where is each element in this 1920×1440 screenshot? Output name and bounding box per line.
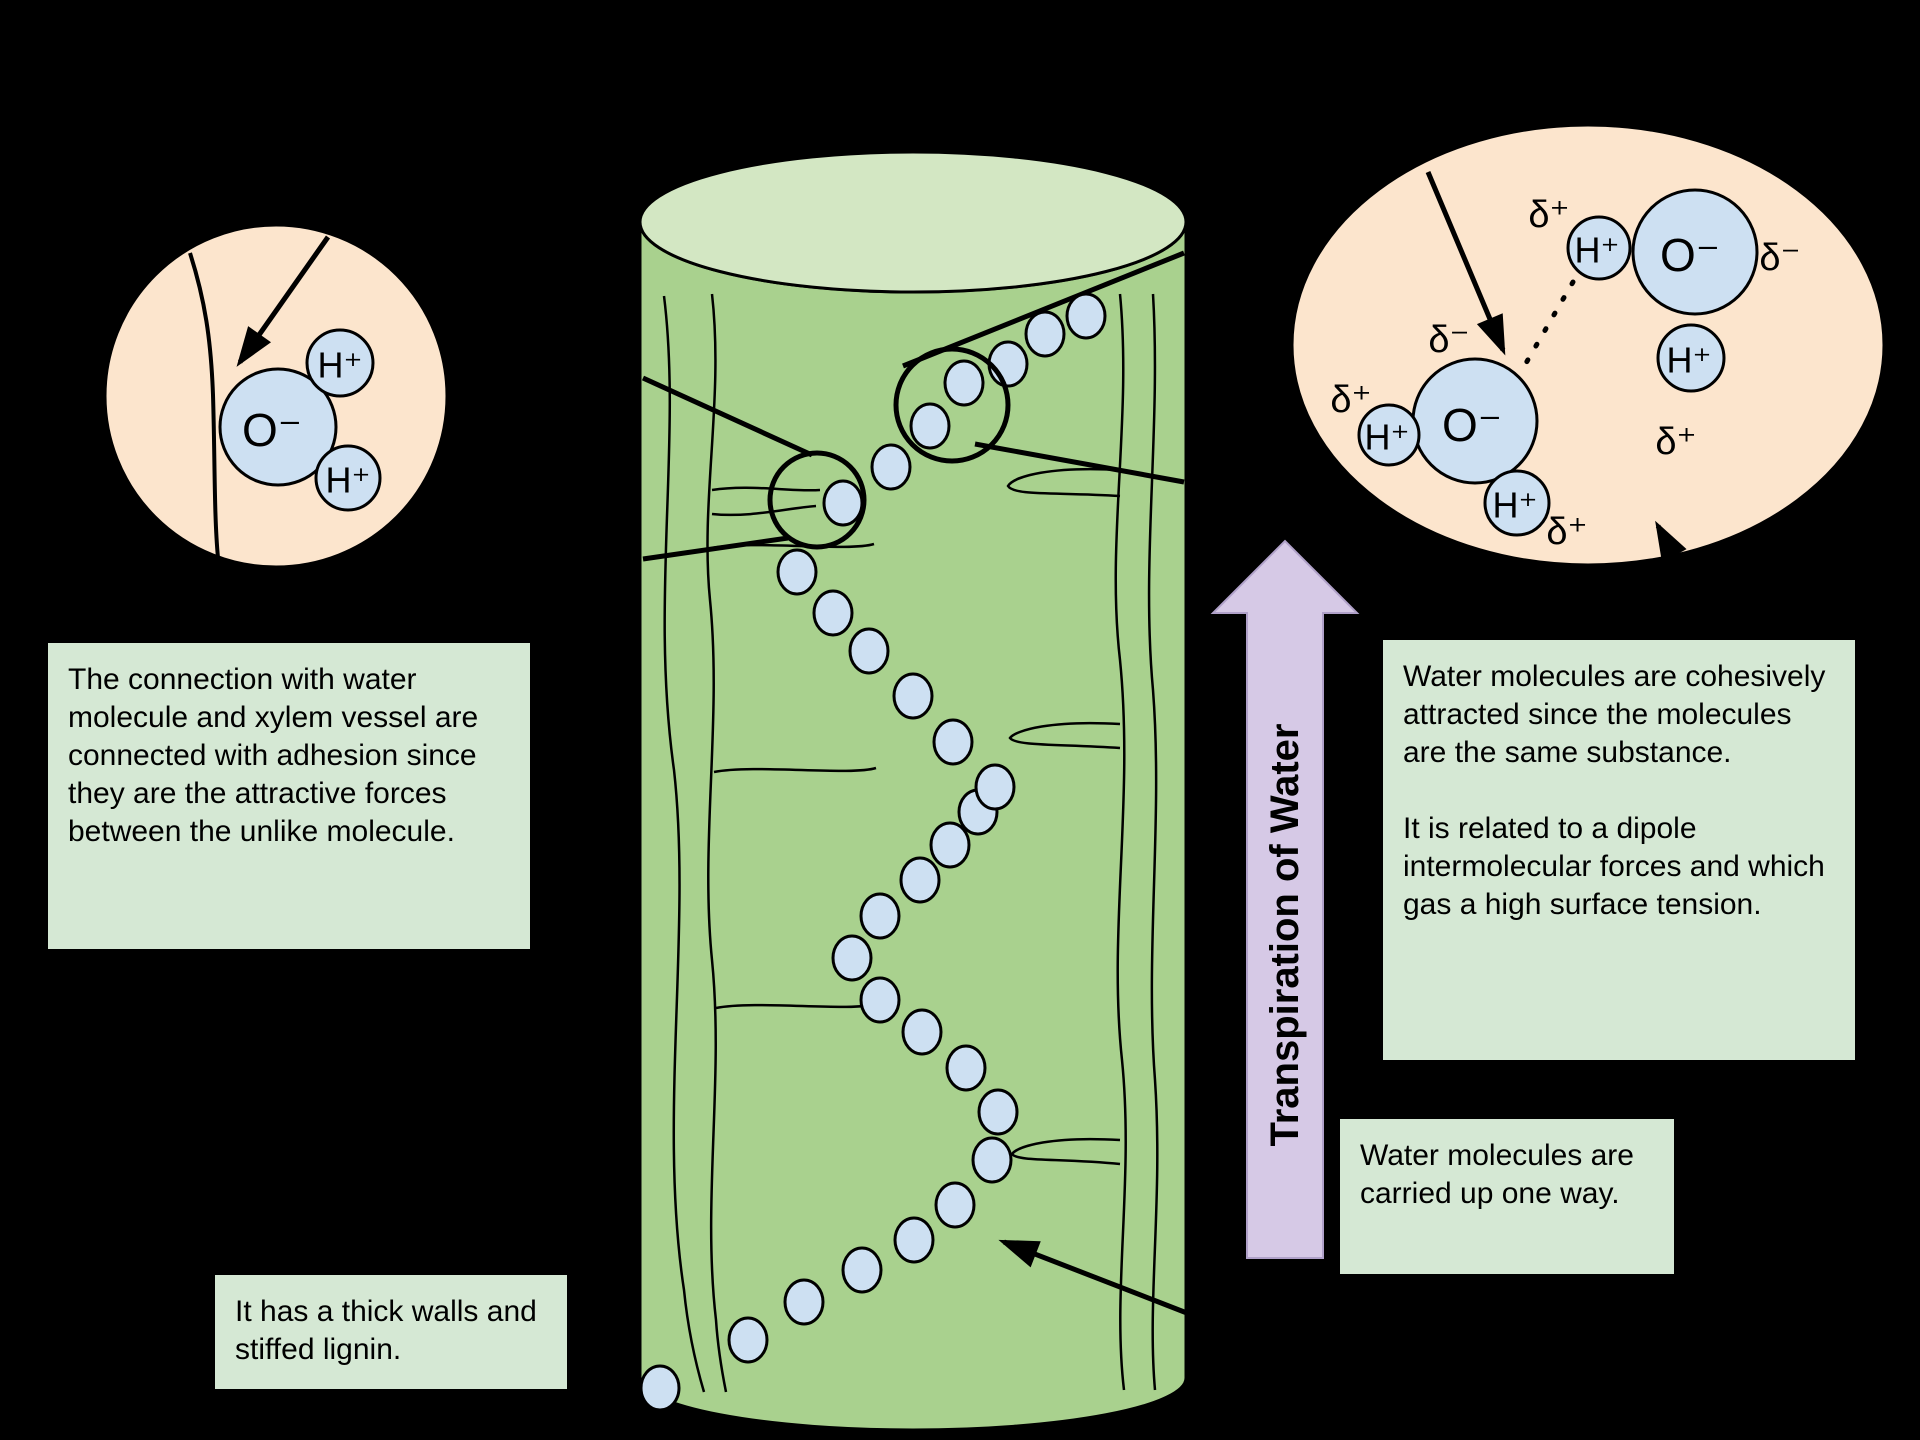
- water-molecule: [977, 1088, 1019, 1136]
- cohesion-note-paragraph-1: Water molecules are cohesively attracted…: [1403, 660, 1826, 770]
- hydrogen-label: H⁺: [1365, 417, 1410, 458]
- adhesion-arrow-icon: [236, 235, 331, 367]
- cohesion-arrow-icon: [1655, 520, 1715, 627]
- water-molecule: [859, 976, 901, 1024]
- xylem-wall-line: [188, 252, 220, 559]
- hydrogen-label: H⁺: [326, 460, 371, 501]
- water-molecule: [639, 1364, 681, 1412]
- delta-minus-label: δ⁻: [1759, 237, 1800, 279]
- water-chain: [639, 292, 1107, 1412]
- hydrogen-atom: [305, 328, 375, 398]
- cohesion-inset: H⁺ O⁻ H⁺ δ⁺ δ⁻ δ⁺ O⁻ H⁺ H⁺ δ⁻ δ⁺ δ⁺: [1290, 123, 1886, 627]
- water-molecule: [848, 627, 890, 675]
- hydrogen-bond-dotted-line: [1519, 279, 1576, 373]
- adhesion-note: The connection with water molecule and x…: [48, 643, 530, 949]
- water-molecule: [932, 718, 974, 766]
- thick-walls-note-text: It has a thick walls and stiffed lignin.: [235, 1295, 537, 1367]
- delta-minus-label: δ⁻: [1428, 319, 1469, 361]
- cohesion-inset-ellipse: [1290, 123, 1886, 567]
- delta-plus-label: δ⁺: [1546, 511, 1587, 553]
- adhesion-note-text: The connection with water molecule and x…: [68, 663, 479, 849]
- cylinder-top: [638, 150, 1188, 294]
- cohesion-arrow-icon: [1425, 171, 1506, 356]
- hydrogen-label: H⁺: [1667, 340, 1712, 381]
- callout-line-left-lower: [642, 535, 789, 562]
- water-molecule: [831, 934, 873, 982]
- hydrogen-label: H⁺: [318, 345, 363, 386]
- water-molecule: [727, 1316, 769, 1364]
- carried-up-note: Water molecules are carried up one way.: [1340, 1119, 1674, 1274]
- water-molecule: [841, 1246, 883, 1294]
- hydrogen-atom: [1656, 323, 1726, 393]
- cohesion-note-paragraph-2: It is related to a dipole intermolecular…: [1403, 812, 1825, 922]
- water-molecule: [899, 856, 941, 904]
- adhesion-inset: O⁻ H⁺ H⁺: [103, 223, 449, 569]
- water-molecule: [812, 589, 854, 637]
- chain-pointer-arrow-icon: [998, 1239, 1193, 1318]
- hydrogen-label: H⁺: [1575, 230, 1620, 271]
- cohesion-note: Water molecules are cohesively attracted…: [1383, 640, 1855, 1060]
- hydrogen-atom: [1566, 215, 1632, 281]
- water-molecule: [822, 479, 864, 527]
- hydrogen-atom: [1357, 403, 1421, 467]
- carried-up-note-text: Water molecules are carried up one way.: [1360, 1139, 1634, 1211]
- hydrogen-label: H⁺: [1493, 485, 1538, 526]
- water-molecule: [1024, 310, 1066, 358]
- water-molecule: [1065, 292, 1107, 340]
- water-molecule: [934, 1181, 976, 1229]
- water-molecule: [776, 548, 818, 596]
- transpiration-arrow-label: Transpiration of Water: [1263, 723, 1307, 1147]
- water-molecule: [893, 1216, 935, 1264]
- water-molecule: [901, 1008, 943, 1056]
- delta-plus-label: δ⁺: [1528, 194, 1569, 236]
- water-molecule: [909, 402, 951, 450]
- callout-line-left-upper: [641, 375, 814, 458]
- xylem-cylinder: [638, 150, 1193, 1432]
- hydrogen-atom: [314, 444, 382, 512]
- oxygen-label: O⁻: [1660, 229, 1720, 281]
- water-molecule: [971, 1136, 1013, 1184]
- up-arrow: [1210, 539, 1360, 1259]
- delta-plus-label: δ⁺: [1330, 379, 1371, 421]
- oxygen-label: O⁻: [1442, 399, 1502, 451]
- magnifier-circle-small: [767, 450, 867, 550]
- water-molecule: [870, 443, 912, 491]
- hydrogen-atom: [1483, 469, 1551, 537]
- oxygen-atom: [218, 367, 338, 487]
- water-molecule: [892, 672, 934, 720]
- thick-walls-note: It has a thick walls and stiffed lignin.: [215, 1275, 567, 1389]
- oxygen-atom: [1631, 188, 1759, 316]
- water-molecule: [945, 1044, 987, 1092]
- oxygen-label: O⁻: [242, 404, 302, 456]
- magnifier-circle-large: [893, 346, 1011, 464]
- water-molecule: [783, 1278, 825, 1326]
- water-molecule: [943, 359, 985, 407]
- callout-line-right-lower: [974, 441, 1185, 485]
- water-molecule: [987, 340, 1029, 388]
- water-molecule: [974, 763, 1016, 811]
- water-molecule: [859, 892, 901, 940]
- delta-plus-label: δ⁺: [1655, 421, 1696, 463]
- water-molecule: [929, 821, 971, 869]
